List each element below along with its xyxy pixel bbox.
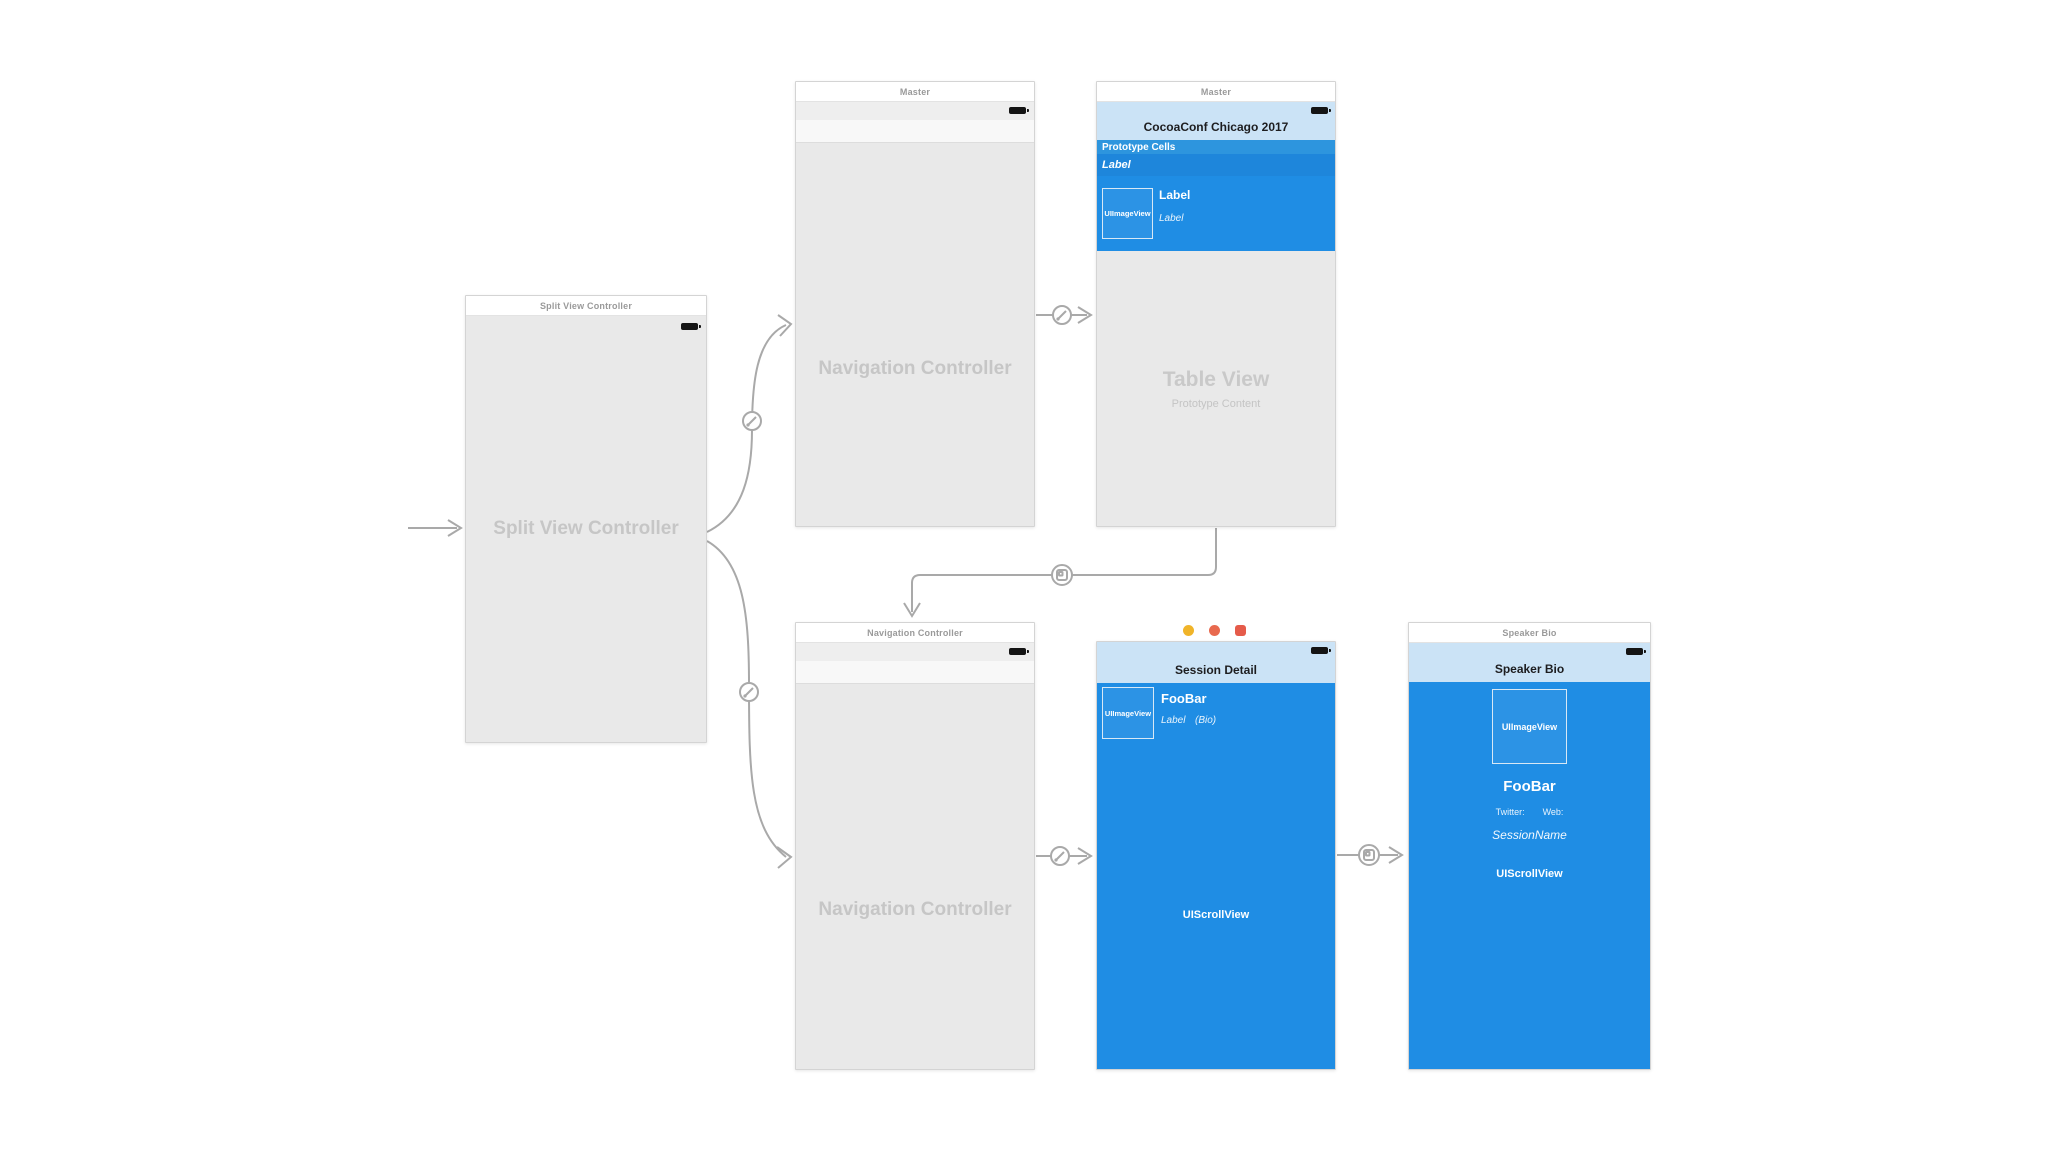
cell-image-view[interactable]: UIImageView: [1102, 188, 1153, 239]
scene-titlebar[interactable]: Navigation Controller: [796, 623, 1034, 643]
scene-dock[interactable]: [1183, 625, 1246, 636]
scene-title: Navigation Controller: [867, 627, 963, 638]
navigation-bar[interactable]: CocoaConf Chicago 2017: [1097, 102, 1335, 140]
relationship-segue-icon[interactable]: [1052, 305, 1072, 325]
scene-navigation-controller-detail[interactable]: Navigation Controller Navigation Control…: [795, 622, 1035, 1070]
prototype-cells-header: Prototype Cells: [1097, 140, 1335, 154]
storyboard-entry-arrow: [408, 519, 463, 537]
cell-title-label[interactable]: Label: [1159, 188, 1191, 202]
scroll-view-label[interactable]: UIScrollView: [1182, 909, 1250, 921]
table-view-label: Table View: [1162, 367, 1270, 391]
scene-titlebar[interactable]: Speaker Bio: [1409, 623, 1650, 643]
scene-title: Split View Controller: [539, 300, 633, 311]
scene-titlebar[interactable]: Split View Controller: [466, 296, 706, 316]
navigation-bar[interactable]: Speaker Bio: [1409, 643, 1650, 682]
rootvc-wire-master: [1036, 305, 1093, 325]
show-segue-icon[interactable]: [1358, 844, 1380, 866]
relationship-segue-icon[interactable]: [1050, 846, 1070, 866]
prototype-content-label: Prototype Content: [1171, 397, 1261, 410]
battery-icon: [681, 323, 701, 330]
session-detail-view[interactable]: UIImageView FooBar Label (Bio) UIScrollV…: [1097, 683, 1335, 1069]
scene-title: Master: [899, 86, 931, 97]
relationship-wire-master: [706, 314, 793, 533]
session-name-label[interactable]: SessionName: [1492, 828, 1567, 842]
nav-bar-title: Session Detail: [1174, 663, 1258, 677]
first-responder-icon[interactable]: [1209, 625, 1220, 636]
session-title-label[interactable]: FooBar: [1161, 691, 1207, 706]
battery-icon: [1009, 107, 1029, 114]
scene-title: Speaker Bio: [1502, 627, 1557, 638]
show-wire-speaker: [1337, 844, 1404, 866]
scene-title: Master: [1200, 86, 1232, 97]
prototype-table-cell[interactable]: UIImageView Label Label: [1097, 176, 1335, 251]
relationship-segue-icon[interactable]: [742, 411, 762, 431]
nav-bar-title: CocoaConf Chicago 2017: [1143, 120, 1289, 134]
show-segue-icon[interactable]: [1051, 564, 1073, 586]
scene-titlebar[interactable]: Master: [1097, 82, 1335, 102]
exit-icon[interactable]: [1235, 625, 1246, 636]
relationship-segue-icon[interactable]: [739, 682, 759, 702]
navigation-bar[interactable]: [796, 661, 1034, 684]
session-image-view[interactable]: UIImageView: [1102, 687, 1154, 739]
table-view-placeholder[interactable]: Table View Prototype Content: [1097, 251, 1335, 526]
prototype-label-row[interactable]: Label: [1097, 154, 1335, 176]
nav-controller-body[interactable]: Navigation Controller: [796, 143, 1034, 526]
showdetail-wire: [903, 528, 1217, 618]
view-controller-icon[interactable]: [1183, 625, 1194, 636]
battery-icon: [1311, 107, 1331, 114]
relationship-wire-detail: [706, 540, 793, 869]
cell-subtitle-label[interactable]: Label: [1159, 213, 1184, 224]
speaker-name-label[interactable]: FooBar: [1503, 778, 1556, 795]
battery-icon: [1311, 647, 1331, 654]
status-bar: [796, 643, 1034, 661]
session-subtitle-label[interactable]: Label: [1161, 715, 1186, 726]
speaker-image-view[interactable]: UIImageView: [1492, 689, 1567, 764]
twitter-label[interactable]: Twitter:: [1495, 807, 1525, 817]
scene-split-view-controller[interactable]: Split View Controller Split View Control…: [465, 295, 707, 743]
scene-session-detail[interactable]: Session Detail UIImageView FooBar Label …: [1096, 641, 1336, 1070]
scene-master-table-view[interactable]: Master CocoaConf Chicago 2017 Prototype …: [1096, 81, 1336, 527]
split-view-body[interactable]: Split View Controller: [466, 316, 706, 742]
prototype-label[interactable]: Label: [1102, 159, 1131, 171]
nav-controller-watermark: Navigation Controller: [818, 358, 1012, 379]
session-bio-label[interactable]: (Bio): [1195, 715, 1217, 726]
split-view-watermark: Split View Controller: [493, 518, 679, 539]
scroll-view-label[interactable]: UIScrollView: [1496, 868, 1563, 880]
nav-controller-watermark: Navigation Controller: [818, 899, 1012, 920]
web-label[interactable]: Web:: [1542, 807, 1564, 817]
nav-bar-title: Speaker Bio: [1494, 662, 1565, 676]
speaker-bio-view[interactable]: UIImageView FooBar Twitter: Web: Session…: [1409, 682, 1650, 1069]
nav-controller-body[interactable]: Navigation Controller: [796, 684, 1034, 1069]
navigation-bar[interactable]: Session Detail: [1097, 642, 1335, 683]
scene-navigation-controller-master[interactable]: Master Navigation Controller: [795, 81, 1035, 527]
battery-icon: [1009, 648, 1029, 655]
scene-titlebar[interactable]: Master: [796, 82, 1034, 102]
navigation-bar[interactable]: [796, 120, 1034, 143]
rootvc-wire-detail: [1036, 846, 1093, 866]
scene-speaker-bio[interactable]: Speaker Bio Speaker Bio UIImageView FooB…: [1408, 622, 1651, 1070]
status-bar: [796, 102, 1034, 120]
battery-icon: [1626, 648, 1646, 655]
